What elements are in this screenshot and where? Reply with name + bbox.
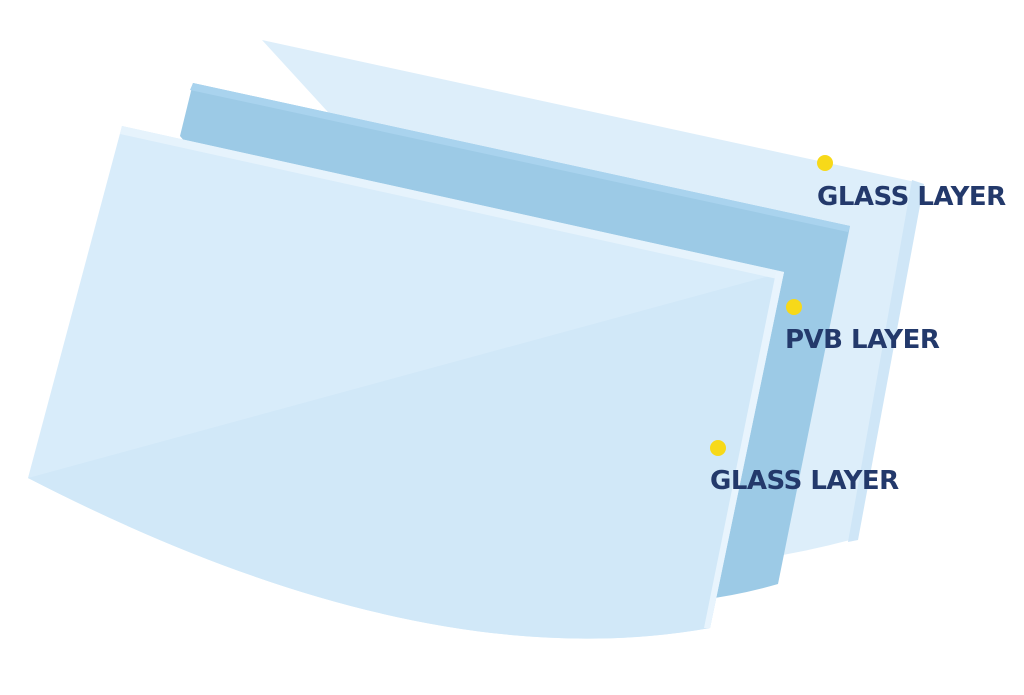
front-glass-lower-facet bbox=[28, 272, 784, 639]
front-glass-side-edge bbox=[704, 272, 784, 628]
pvb-top-edge bbox=[190, 83, 850, 232]
back-glass-marker bbox=[817, 155, 833, 171]
front-glass-marker bbox=[710, 440, 726, 456]
front-glass-top-edge bbox=[120, 126, 784, 280]
pvb-label: PVB LAYER bbox=[785, 325, 940, 355]
pvb-marker bbox=[786, 299, 802, 315]
front-glass-label: GLASS LAYER bbox=[710, 466, 899, 496]
back-glass-edge bbox=[848, 180, 924, 542]
back-glass-label: GLASS LAYER bbox=[817, 182, 1006, 212]
front-glass-layer bbox=[28, 126, 784, 639]
